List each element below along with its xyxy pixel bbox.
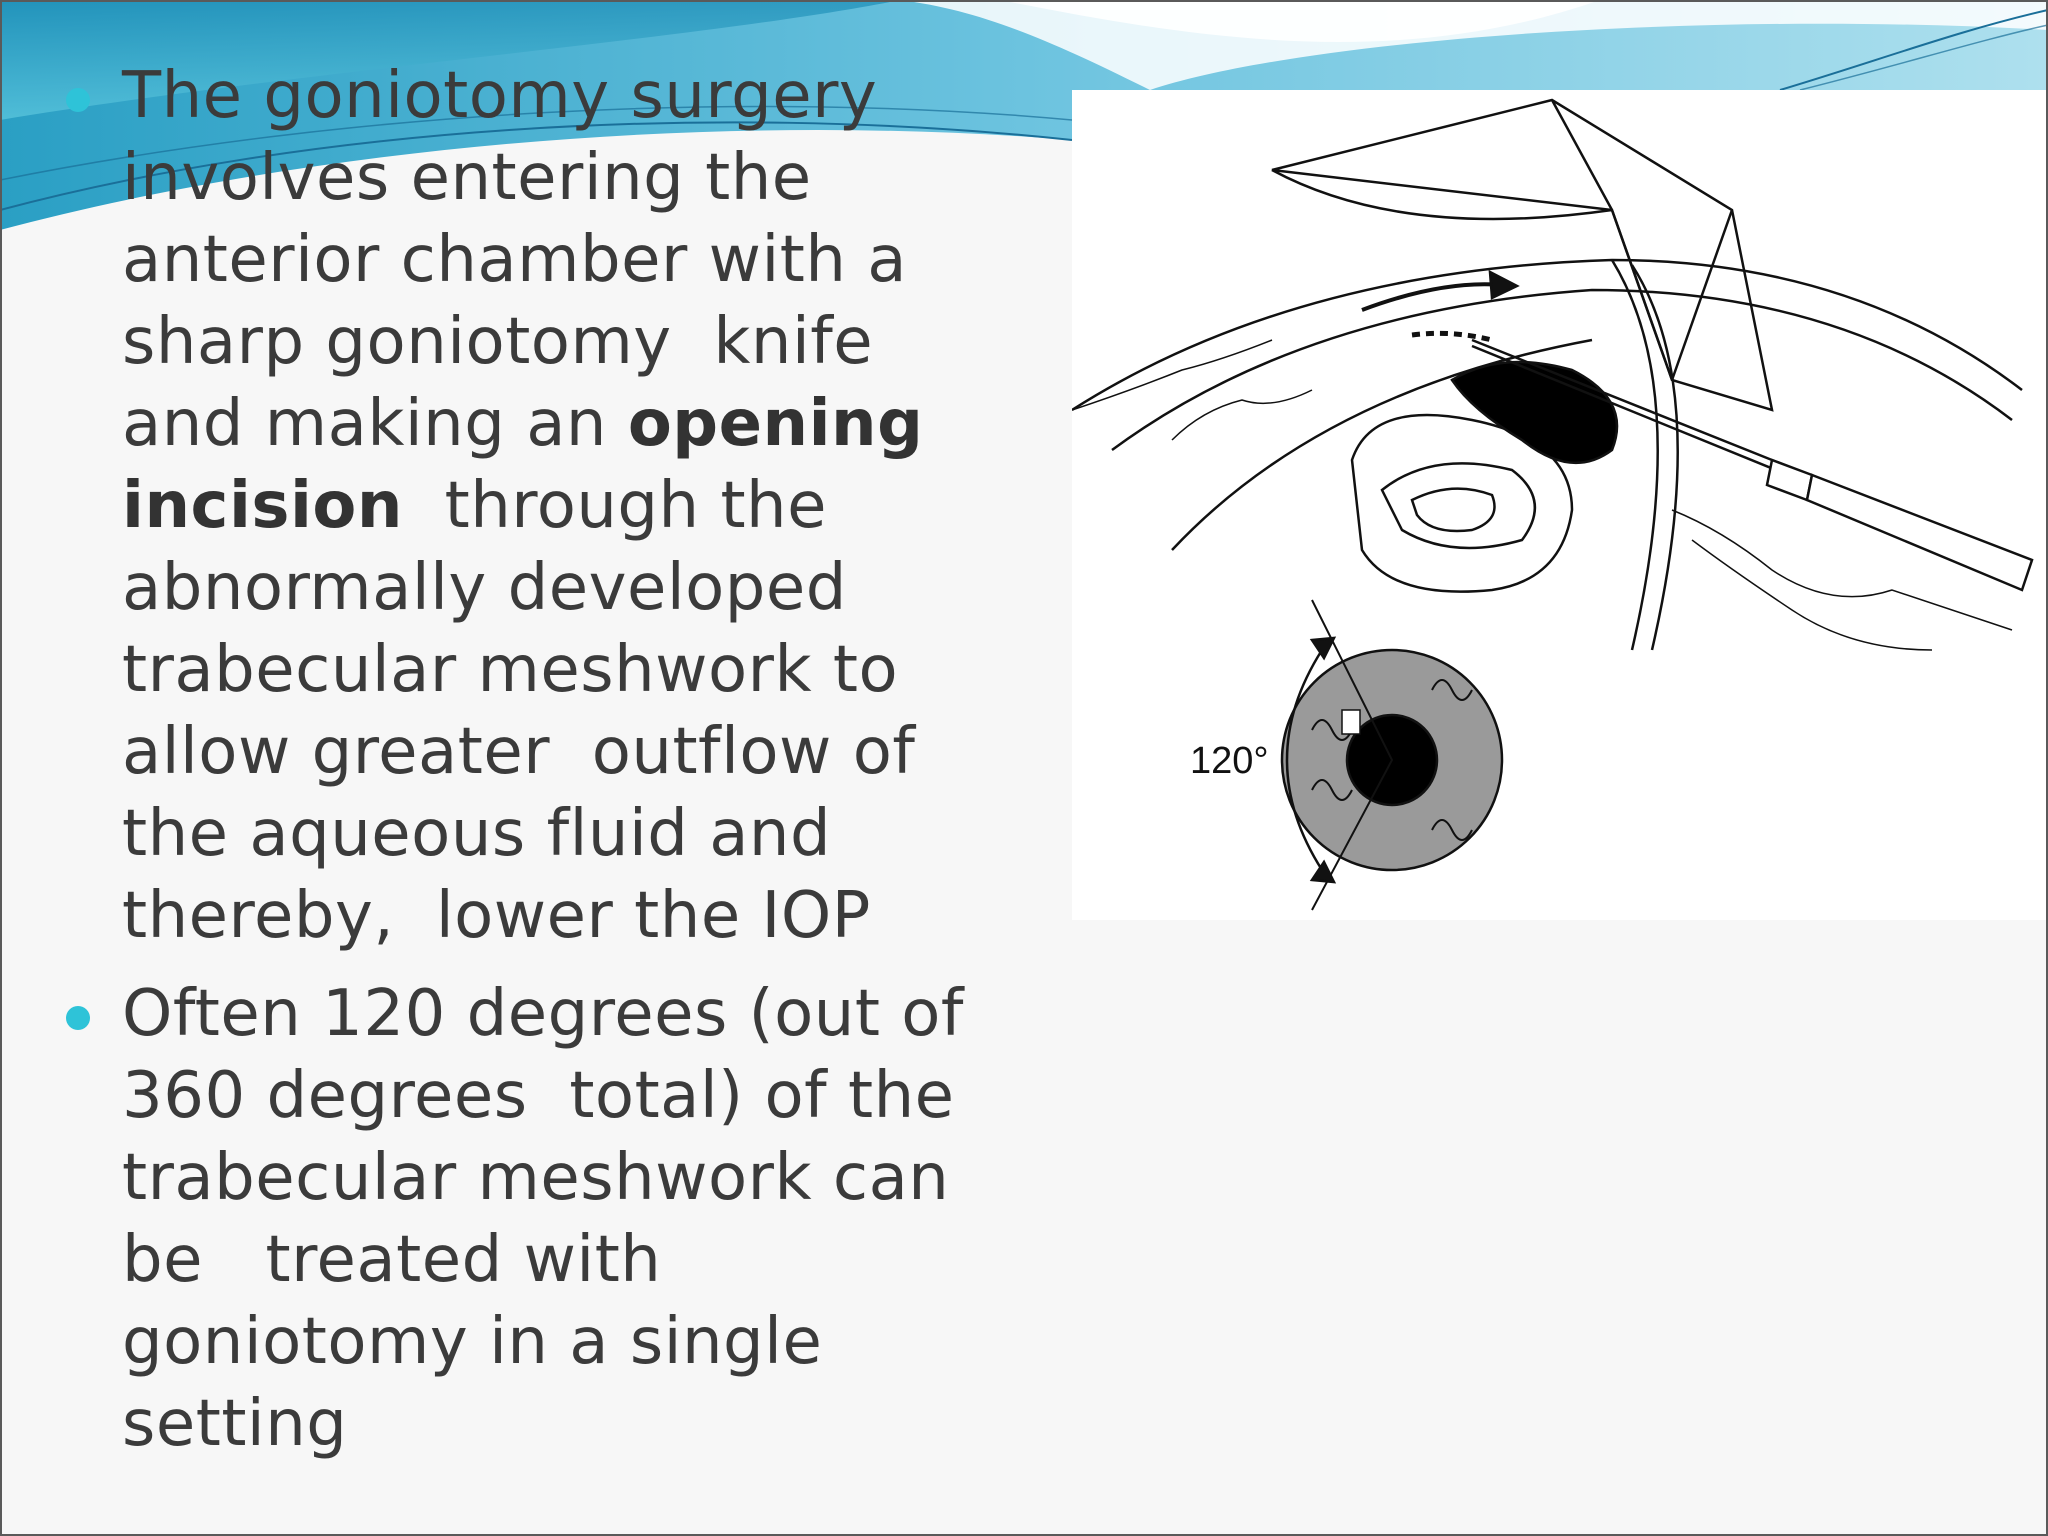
lens: [1350, 413, 1574, 593]
cornea-outline: [1072, 258, 2023, 412]
header-wave-decoration: [0, 0, 2048, 230]
bullet-text: goniotomy in a single: [122, 1305, 823, 1379]
bullet-line: trabecular meshwork to: [122, 629, 1040, 711]
emphasis-text: incision: [122, 469, 403, 543]
bullet-item: Often 120 degrees (out of 360 degrees tot…: [0, 973, 1040, 1465]
bullet-line: thereby, lower the IOP: [122, 875, 1040, 957]
bullet-dot-icon: [66, 1006, 90, 1030]
figure-panel: [1072, 90, 2048, 920]
bullet-line: anterior chamber with a: [122, 219, 1040, 301]
bullet-text: Often 120 degrees (out of: [122, 977, 964, 1051]
bullet-line: sharp goniotomy knife: [122, 301, 1040, 383]
bullet-text: anterior chamber with a: [122, 223, 907, 297]
bullet-line: allow greater outflow of: [122, 711, 1040, 793]
bullet-text: through the: [402, 469, 827, 543]
bullet-text: and making an: [122, 387, 628, 461]
bullet-text: sharp goniotomy knife: [122, 305, 874, 379]
bullet-text: allow greater outflow of: [122, 715, 916, 789]
bullet-line: Often 120 degrees (out of: [122, 973, 1040, 1055]
bullet-text: abnormally developed: [122, 551, 847, 625]
angle-arc: [1285, 649, 1324, 871]
bullet-line: be treated with: [122, 1219, 1040, 1301]
bullet-line: setting: [122, 1383, 1040, 1465]
bullet-text: involves entering the: [122, 141, 812, 215]
bullet-line: involves entering the: [122, 137, 1040, 219]
bullet-line: the aqueous fluid and: [122, 793, 1040, 875]
goniotomy-diagram: [1072, 98, 2034, 911]
bullet-text: The goniotomy surgery: [122, 59, 878, 133]
bullet-line: The goniotomy surgery: [122, 55, 1040, 137]
angle-label: 120°: [1190, 740, 1269, 782]
bullet-text: setting: [122, 1387, 348, 1461]
bullet-dot-icon: [66, 88, 90, 112]
direction-arrow: [1361, 282, 1503, 312]
bullet-line: trabecular meshwork can: [122, 1137, 1040, 1219]
bullet-text: trabecular meshwork can: [122, 1141, 950, 1215]
bullet-list: The goniotomy surgery involves entering t…: [0, 55, 1040, 1481]
bullet-text: 360 degrees total) of the: [122, 1059, 955, 1133]
bullet-line: abnormally developed: [122, 547, 1040, 629]
bullet-line: goniotomy in a single: [122, 1301, 1040, 1383]
bullet-text: the aqueous fluid and: [122, 797, 832, 871]
bullet-item: The goniotomy surgery involves entering t…: [0, 55, 1040, 957]
bullet-text: be treated with: [122, 1223, 662, 1297]
bullet-text: trabecular meshwork to: [122, 633, 899, 707]
bullet-line: and making an opening: [122, 383, 1040, 465]
bullet-line: 360 degrees total) of the: [122, 1055, 1040, 1137]
bullet-text: thereby, lower the IOP: [122, 879, 871, 953]
bullet-line: incision through the: [122, 465, 1040, 547]
emphasis-text: opening: [627, 387, 924, 461]
